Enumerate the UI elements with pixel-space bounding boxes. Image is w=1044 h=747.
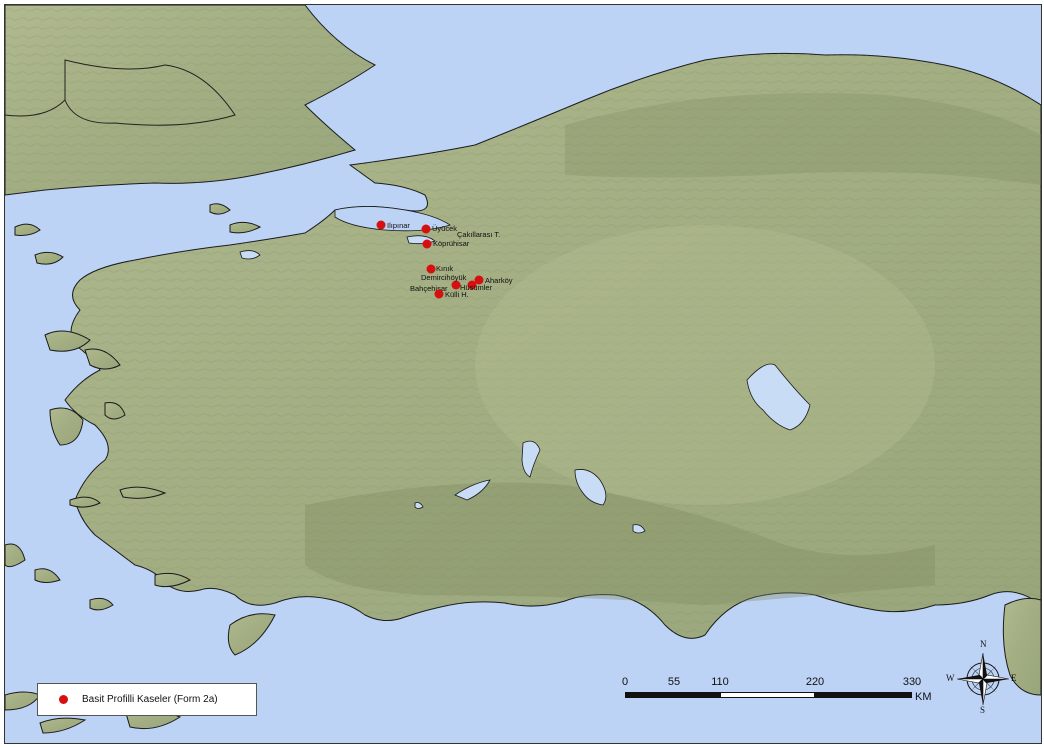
aegean-islands bbox=[5, 203, 276, 734]
site-aharkoy[interactable]: Aharköy bbox=[474, 275, 513, 286]
site-markers: Ilıpınar Üyücek Çakıllarası T. Köprühisa… bbox=[376, 220, 513, 300]
scale-tick: 220 bbox=[805, 676, 825, 688]
compass-south: S bbox=[980, 705, 986, 715]
site-kulli[interactable]: Külli H. bbox=[434, 289, 469, 300]
site-label: Hüsümler bbox=[460, 283, 493, 292]
site-label: Külli H. bbox=[445, 290, 469, 299]
site-demircihoyuk[interactable]: Demircihöyük bbox=[421, 273, 467, 290]
site-cakillarasi[interactable]: Çakıllarası T. bbox=[457, 230, 500, 239]
site-label: Köprühisar bbox=[433, 239, 470, 248]
scale-tick: 330 bbox=[902, 676, 922, 688]
scale-segment bbox=[720, 692, 815, 698]
scale-segment bbox=[815, 692, 912, 698]
site-marker-icon bbox=[59, 695, 68, 704]
scale-bar: 0 55 110 220 330 KM bbox=[621, 676, 932, 706]
lake-burdur bbox=[454, 479, 491, 501]
lake-beysehir bbox=[574, 469, 607, 506]
compass-graphic bbox=[956, 652, 1010, 706]
scale-segment bbox=[674, 692, 720, 698]
site-ilipinar[interactable]: Ilıpınar bbox=[376, 220, 411, 231]
site-koprühisar[interactable]: Köprühisar bbox=[422, 239, 470, 249]
map-legend: Basit Profilli Kaseler (Form 2a) bbox=[37, 683, 257, 716]
site-label: Üyücek bbox=[432, 224, 457, 233]
lake-egirdir bbox=[521, 440, 541, 478]
compass-rose-icon: N S E W bbox=[945, 639, 1025, 717]
compass-west: W bbox=[946, 673, 955, 683]
cyprus bbox=[1002, 597, 1041, 696]
border-line bbox=[5, 99, 66, 117]
pontic-mountains bbox=[565, 93, 1041, 185]
site-husumler[interactable]: Hüsümler bbox=[460, 280, 493, 293]
site-label: Aharköy bbox=[485, 276, 513, 285]
marmara-sea bbox=[334, 206, 451, 232]
site-label: Çakıllarası T. bbox=[457, 230, 500, 239]
central-plateau bbox=[475, 225, 935, 505]
legend-label: Basit Profilli Kaseler (Form 2a) bbox=[82, 694, 218, 705]
scale-segment bbox=[625, 692, 674, 698]
scale-tick: 110 bbox=[711, 676, 729, 688]
lake-tuz bbox=[746, 363, 811, 431]
map-canvas[interactable]: Ilıpınar Üyücek Çakıllarası T. Köprühisa… bbox=[5, 5, 1041, 743]
map-frame: Ilıpınar Üyücek Çakıllarası T. Köprühisa… bbox=[4, 4, 1042, 744]
site-label: Bahçehisar bbox=[410, 284, 448, 293]
border-line bbox=[64, 59, 236, 126]
site-label: Ilıpınar bbox=[387, 221, 410, 230]
compass-east: E bbox=[1011, 673, 1017, 683]
taurus-mountains bbox=[305, 482, 935, 605]
compass-north: N bbox=[980, 639, 987, 649]
site-label: Demircihöyük bbox=[421, 273, 467, 282]
scale-tick: 55 bbox=[667, 676, 681, 688]
site-bahcehisar[interactable]: Bahçehisar bbox=[410, 284, 448, 293]
scale-tick: 0 bbox=[621, 676, 629, 688]
scale-unit: KM bbox=[915, 691, 932, 703]
lakes bbox=[239, 235, 811, 534]
site-label: Kınık bbox=[436, 264, 453, 273]
site-kinik[interactable]: Kınık bbox=[426, 264, 454, 274]
site-uyucek[interactable]: Üyücek bbox=[421, 224, 458, 234]
